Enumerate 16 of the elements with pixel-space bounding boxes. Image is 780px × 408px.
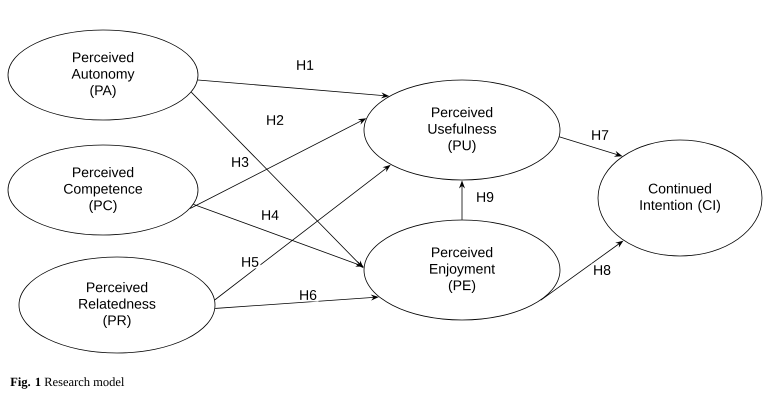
edge-label: H5 [240, 256, 260, 268]
edge-label: H7 [590, 128, 610, 142]
ellipse-node: Continued Intention (CI) [598, 140, 762, 256]
ellipse-node: Perceived Enjoyment (PE) [364, 220, 560, 320]
edge-label: H1 [294, 58, 316, 72]
edge-label: H2 [264, 114, 286, 126]
figure-caption: Fig. 1 Research model [10, 377, 124, 389]
edge-label: H3 [230, 156, 250, 168]
edge-label: H6 [298, 288, 318, 302]
edge-label: H8 [592, 264, 612, 276]
ellipse-node: Perceived Relatedness (PR) [18, 256, 216, 354]
ellipse-node: Perceived Competence (PC) [8, 144, 198, 236]
ellipse-node: Perceived Autonomy (PA) [8, 30, 198, 120]
edge-label: H4 [260, 208, 280, 222]
ellipse-node: Perceived Usefulness (PU) [364, 80, 560, 180]
edge-label: H9 [474, 190, 496, 204]
